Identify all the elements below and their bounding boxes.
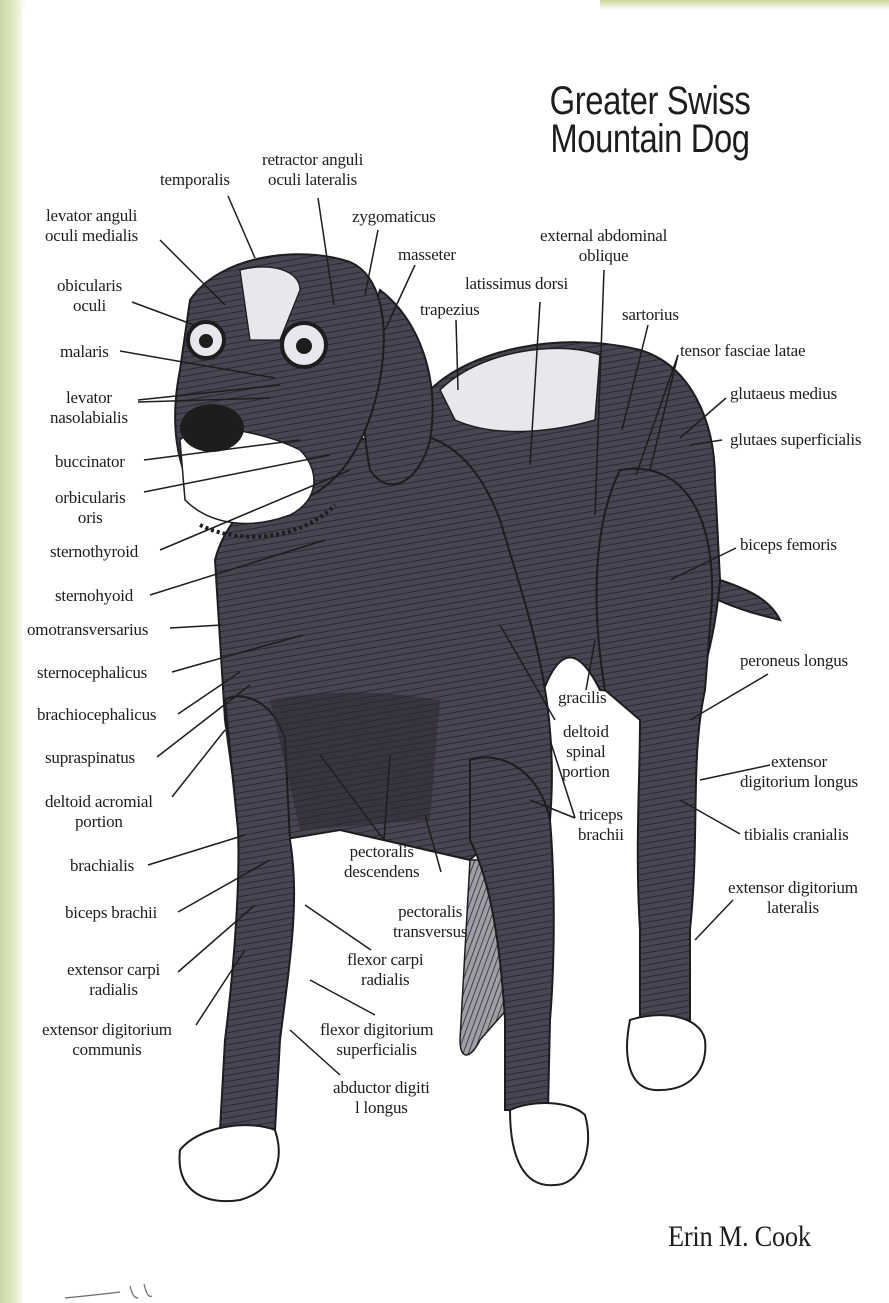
label-biceps-femoris: biceps femoris	[740, 535, 837, 555]
label-trapezius: trapezius	[420, 300, 480, 320]
label-biceps-brachii: biceps brachii	[65, 903, 157, 923]
front-leg-left	[220, 696, 294, 1130]
label-sartorius: sartorius	[622, 305, 679, 325]
signature-mark	[60, 1280, 180, 1302]
label-temporalis: temporalis	[160, 170, 230, 190]
title-line-1: Greater Swiss	[543, 82, 756, 120]
chest-shadow	[270, 693, 440, 831]
label-glutaeus-medius: glutaeus medius	[730, 384, 837, 404]
label-supraspinatus: supraspinatus	[45, 748, 135, 768]
front-paw-right	[510, 1103, 588, 1185]
label-gracilis: gracilis	[558, 688, 606, 708]
back-highlight	[440, 348, 600, 431]
label-masseter: masseter	[398, 245, 456, 265]
rear-leg	[597, 469, 713, 1030]
label-tensor-fasciae-latae: tensor fasciae latae	[680, 341, 805, 361]
label-tibialis-cranialis: tibialis cranialis	[744, 825, 849, 845]
label-sternohyoid: sternohyoid	[55, 586, 133, 606]
title-line-2: Mountain Dog	[543, 120, 756, 158]
label-sternothyroid: sternothyroid	[50, 542, 138, 562]
label-peroneus-longus: peroneus longus	[740, 651, 848, 671]
label-sternocephalicus: sternocephalicus	[37, 663, 147, 683]
label-buccinator: buccinator	[55, 452, 125, 472]
nose	[180, 404, 244, 452]
label-glutaes-superficialis: glutaes superficialis	[730, 430, 861, 450]
author-credit: Erin M. Cook	[668, 1220, 811, 1254]
label-brachialis: brachialis	[70, 856, 134, 876]
label-latissimus-dorsi: latissimus dorsi	[465, 274, 568, 294]
label-omotransversarius: omotransversarius	[27, 620, 148, 640]
rear-paw	[627, 1015, 705, 1090]
label-brachiocephalicus: brachiocephalicus	[37, 705, 156, 725]
front-paw-left	[180, 1125, 279, 1201]
tail	[718, 580, 780, 620]
label-malaris: malaris	[60, 342, 109, 362]
label-zygomaticus: zygomaticus	[352, 207, 436, 227]
diagram-title: Greater Swiss Mountain Dog	[543, 82, 756, 158]
